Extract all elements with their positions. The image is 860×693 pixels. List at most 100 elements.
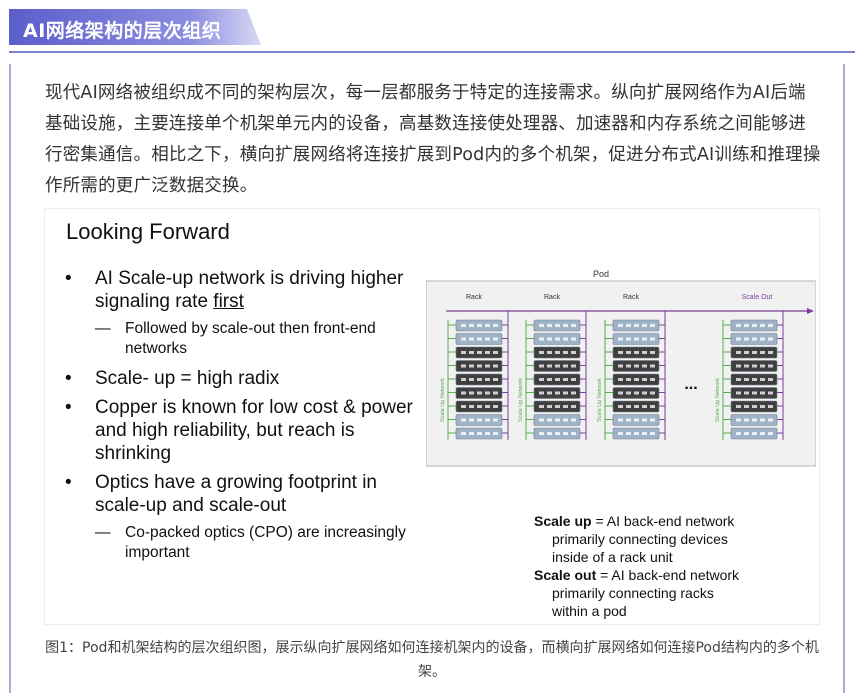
term-scale-out: Scale out [534,567,597,583]
rack-unit-port [642,418,647,422]
rack-unit-port [563,351,568,354]
rack-unit-port [634,391,639,395]
rack-unit-port [563,405,568,408]
scale-out-arrow-head [807,308,814,314]
rack-unit-port [461,391,466,395]
rack-unit-port [752,391,757,395]
banner-shape [9,9,261,45]
def-scale-out-line2: primarily connecting racks [552,585,714,601]
rack-unit-port [626,391,631,395]
rack-unit-port [618,432,623,435]
rack-unit-port [469,432,474,435]
bullet-copper: • Copper is known for low cost & power a… [65,396,425,465]
section-divider [9,51,855,53]
rack-unit-port [485,378,490,381]
rack-unit-port [752,324,757,327]
rack-unit-port [485,337,490,341]
rack-unit-port [618,391,623,395]
rack-unit-port [571,364,576,368]
rack-unit-port [555,364,560,368]
rack-unit-port [618,364,623,368]
rack-unit-port [744,364,749,368]
rack-unit-port [760,418,765,422]
scale-up-network-label: Scale Up Network [518,378,524,422]
ellipsis: ... [684,376,697,393]
rack-unit-port [539,378,544,381]
rack-unit-port [650,391,655,395]
rack-label: Rack [466,294,482,301]
rack-unit-port [469,405,474,408]
rack-unit-port [760,405,765,408]
rack-unit-port [626,337,631,341]
rack-unit-port [547,337,552,341]
rack-unit-port [477,378,482,381]
sub-bullet-scale-out: — Followed by scale-out then front-end n… [65,319,425,359]
def-text: = AI back-end network [591,513,735,529]
rack-unit-port [555,418,560,422]
rack-unit-port [650,418,655,422]
rack-unit-port [760,378,765,381]
rack-unit-port [736,364,741,368]
figure-slide: Looking Forward • AI Scale-up network is… [45,209,819,624]
rack-unit-port [461,432,466,435]
rack-unit-port [477,432,482,435]
rack-unit-port [461,378,466,381]
rack-unit-port [634,418,639,422]
rack-unit-port [634,364,639,368]
rack-unit-port [642,351,647,354]
def-scale-up-line1: Scale up = AI back-end network [534,512,814,530]
rack-unit-port [744,351,749,354]
rack-unit-port [563,378,568,381]
sub-bullet-text: Followed by scale-out then front-end net… [125,320,376,357]
rack-unit-port [626,378,631,381]
bullet-dot: • [65,268,72,289]
rack-unit-port [736,391,741,395]
rack-unit-port [493,405,498,408]
rack-unit-port [469,391,474,395]
rack-unit-port [634,337,639,341]
rack-unit-port [650,351,655,354]
bullet-dot: • [65,368,72,389]
rack-unit-port [626,432,631,435]
rack-unit-port [485,324,490,327]
rack-unit-port [571,351,576,354]
rack-unit-port [744,418,749,422]
rack-unit-port [493,324,498,327]
rack-unit-port [760,337,765,341]
rack-unit-port [650,432,655,435]
rack-unit-port [768,391,773,395]
rack-unit-port [477,337,482,341]
rack-unit-port [752,378,757,381]
rack-unit-port [461,364,466,368]
rack-unit-port [563,432,568,435]
bullet-text: Scale- up = high radix [95,368,280,389]
rack-unit-port [650,324,655,327]
rack-unit-port [760,391,765,395]
rack-unit-port [744,324,749,327]
rack-unit-port [744,337,749,341]
rack-unit-port [618,405,623,408]
rack-unit-port [626,351,631,354]
rack-unit-port [469,324,474,327]
rack-unit-port [744,405,749,408]
rack-unit-port [571,324,576,327]
rack-unit-port [555,432,560,435]
rack-unit-port [493,351,498,354]
rack-unit-port [461,324,466,327]
def-scale-out-line3: within a pod [552,603,627,619]
rack-unit-port [485,364,490,368]
rack-unit-port [555,351,560,354]
bullet-high-radix: • Scale- up = high radix [65,367,425,390]
rack-unit-port [461,405,466,408]
rack-unit-port [736,351,741,354]
rack-unit-port [539,405,544,408]
rack-unit-port [571,432,576,435]
rack-unit-port [555,391,560,395]
rack-unit-port [539,418,544,422]
rack-label: Rack [544,294,560,301]
def-text: = AI back-end network [596,567,740,583]
rack-unit-port [571,405,576,408]
rack-unit-port [539,391,544,395]
rack-unit-port [642,364,647,368]
rack-unit-port [563,418,568,422]
